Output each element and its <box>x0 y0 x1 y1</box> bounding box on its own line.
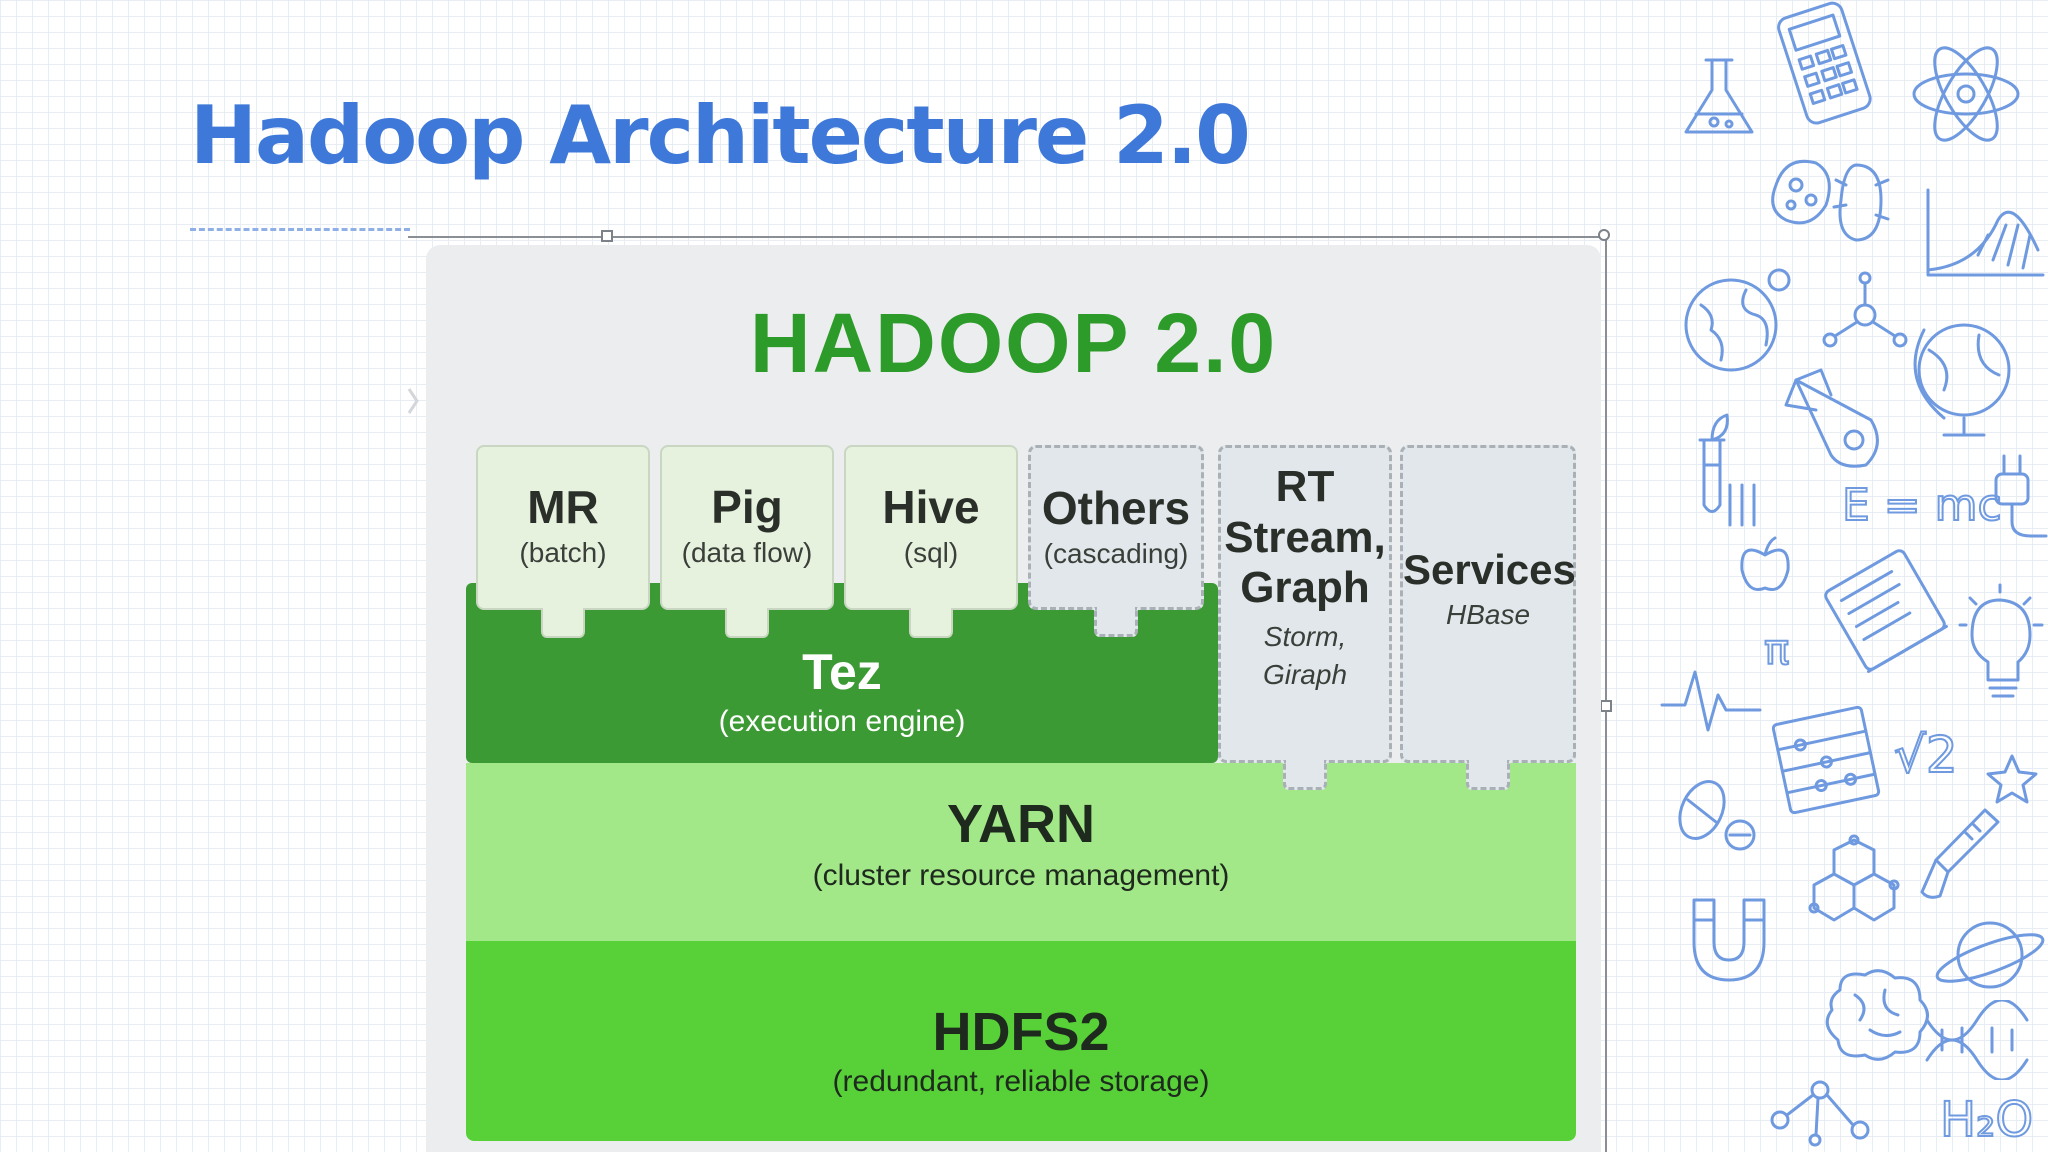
dna-icon <box>1925 1000 2029 1080</box>
hexagon-molecule-icon <box>1808 834 1900 922</box>
planet-icon <box>1935 921 2045 989</box>
apple-icon <box>1728 483 1790 591</box>
calculator-icon <box>1777 1 1872 125</box>
heartbeat-icon <box>1660 670 1762 732</box>
water-text: H₂O <box>1939 1091 2034 1149</box>
rt-label-line2: Stream, <box>1224 512 1386 562</box>
app-sub: (data flow) <box>681 537 813 569</box>
pill-icon <box>1678 780 1756 851</box>
app-box-mr: MR (batch) <box>476 445 650 638</box>
atom-icon <box>1912 46 2020 142</box>
app-box-pig: Pig (data flow) <box>660 445 834 638</box>
rt-sub-line1: Storm, <box>1263 620 1347 652</box>
thermometer-icon <box>1920 808 2000 899</box>
plug-icon <box>1994 454 2048 538</box>
book-icon <box>1824 549 1948 673</box>
slide-title: Hadoop Architecture 2.0 <box>190 89 1251 182</box>
hdfs2-sublabel: (redundant, reliable storage) <box>832 1065 1210 1098</box>
app-name: Pig <box>711 481 783 533</box>
app-sub: (cascading) <box>1043 538 1189 570</box>
services-sublabel: HBase <box>1445 599 1531 631</box>
app-connector <box>725 608 769 638</box>
rt-sub-line2: Giraph <box>1262 658 1348 690</box>
tez-layer: Tez (execution engine) <box>466 583 1218 763</box>
flask-icon <box>1684 58 1754 134</box>
lab-molecule-icon <box>1770 1080 1870 1147</box>
yarn-sublabel: (cluster resource management) <box>812 859 1230 892</box>
formula-label: E = mc² <box>1842 480 2000 531</box>
rotate-handle[interactable] <box>1598 229 1610 241</box>
title-underline <box>190 228 410 231</box>
diagram-title: HADOOP 2.0 <box>749 296 1278 390</box>
bacteria-icon <box>1771 159 1890 242</box>
resize-handle-top[interactable] <box>601 230 613 242</box>
app-name: Others <box>1041 482 1191 534</box>
pi-label: π <box>1764 625 1789 674</box>
app-connector <box>909 608 953 638</box>
app-connector <box>1283 760 1327 790</box>
app-connector <box>541 608 585 638</box>
selection-right-border <box>1605 237 1607 1152</box>
globe-icon <box>1684 268 1791 372</box>
yarn-label: YARN <box>946 794 1096 854</box>
app-connector <box>1094 607 1138 637</box>
water-label: H₂O <box>1940 1092 2033 1148</box>
molecule-icon <box>1822 271 1908 348</box>
app-connector <box>1466 760 1510 790</box>
star-icon <box>1986 754 2038 804</box>
app-name: MR <box>527 481 599 533</box>
services-label: Services <box>1403 546 1576 593</box>
tez-sublabel: (execution engine) <box>718 705 966 738</box>
abacus-icon <box>1771 705 1881 815</box>
sqrt-text: √2 <box>1893 725 1959 785</box>
tez-label: Tez <box>802 644 882 700</box>
app-name: Hive <box>882 481 980 533</box>
rocket-icon <box>1784 368 1879 468</box>
pi-text: π <box>1763 624 1790 675</box>
resize-handle-right[interactable] <box>1600 700 1612 712</box>
hdfs2-layer: HDFS2 (redundant, reliable storage) <box>466 941 1576 1141</box>
app-box-others: Others (cascading) <box>1028 445 1204 637</box>
science-doodles: E = mc² √2 π H₂O <box>1660 0 2048 1152</box>
hdfs2-label: HDFS2 <box>932 1002 1110 1062</box>
magnet-icon <box>1692 898 1766 982</box>
chevron-right-icon <box>407 388 419 414</box>
app-box-rt-stream-graph: RT Stream, Graph Storm, Giraph <box>1218 445 1392 790</box>
app-box-services: Services HBase <box>1400 445 1576 790</box>
graph-icon <box>1926 188 2045 277</box>
sqrt-label: √2 <box>1894 726 1958 784</box>
app-sub: (batch) <box>519 537 607 569</box>
hadoop-diagram[interactable]: HADOOP 2.0 Tez (execution engine) YARN (… <box>426 245 1601 1152</box>
rt-label-line3: Graph <box>1240 563 1370 613</box>
globe-stand-icon <box>1913 323 2011 437</box>
lightbulb-icon <box>1958 583 2044 698</box>
rt-label-line1: RT <box>1275 462 1335 511</box>
selection-top-border <box>408 236 1605 238</box>
app-sub: (sql) <box>903 537 959 569</box>
test-tube-icon <box>1698 413 1729 513</box>
formula-text: E = mc² <box>1841 479 2000 532</box>
brain-icon <box>1825 969 1929 1061</box>
yarn-layer: YARN (cluster resource management) <box>466 763 1576 941</box>
app-box-hive: Hive (sql) <box>844 445 1018 638</box>
